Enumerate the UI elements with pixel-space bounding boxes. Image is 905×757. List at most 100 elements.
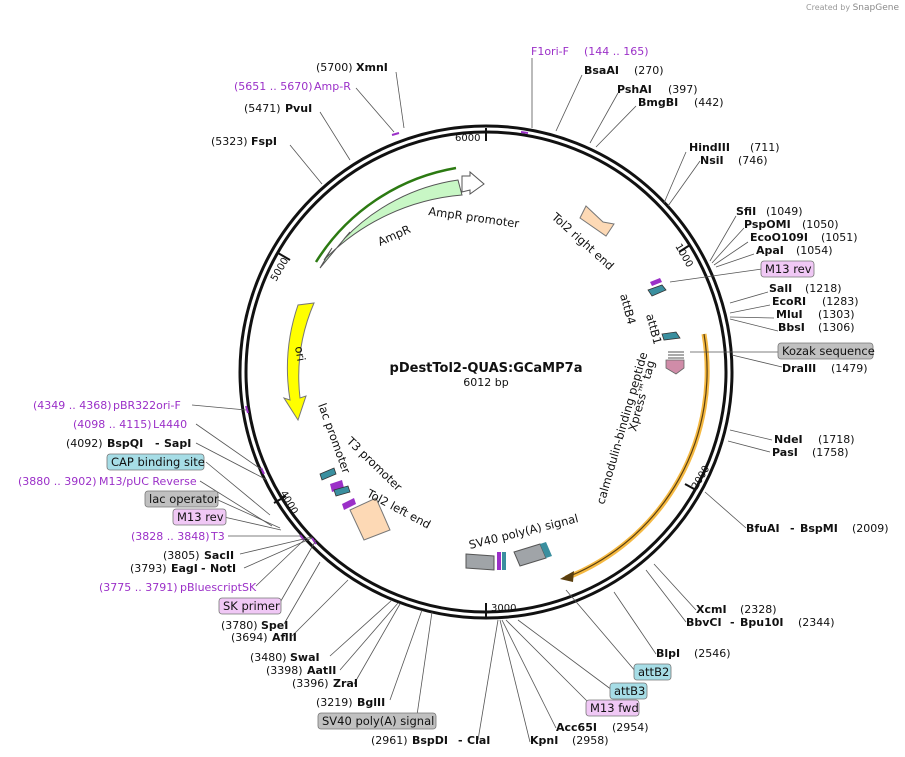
sk-primer-box — [218, 597, 282, 615]
plasmid-name: pDestTol2-QUAS:GCaMP7a — [390, 361, 583, 376]
sv40-block-1 — [465, 553, 495, 571]
site-hindiii-pos: (711) — [750, 141, 780, 154]
site-pspomi: PspOMI — [744, 218, 791, 231]
site-aatii: AatII — [307, 664, 336, 677]
lac-promoter-mark — [319, 467, 337, 481]
snapgene-credit: Created by SnapGene — [806, 3, 899, 13]
site-bbvci-pos: (2344) — [798, 616, 835, 629]
m13fwd-label: M13 fwd — [590, 701, 639, 715]
t3-promoter-label: T3 promoter — [343, 433, 405, 494]
site-zrai-pos: (3396) — [292, 677, 329, 690]
site-kpni-pos: (2958) — [572, 734, 609, 747]
ori-arrow — [282, 302, 315, 422]
xpress-marker — [665, 359, 685, 375]
site-eagi: EagI — [171, 562, 198, 575]
lac-operator-box-label: lac operator — [149, 492, 219, 506]
site-sacii: SacII — [204, 549, 234, 562]
site-pshai-pos: (397) — [668, 83, 698, 96]
primer-ampr-name: Amp-R — [314, 80, 351, 93]
sv40-purple-mark — [497, 552, 501, 570]
site-bbsi: BbsI — [778, 321, 805, 334]
primer-pbluescript-name: pBluescriptSK — [180, 581, 257, 594]
site-pshai: PshAI — [617, 83, 652, 96]
primer-l4440-name: L4440 — [153, 418, 187, 431]
site-xmni: XmnI — [356, 61, 388, 74]
site-sali-pos: (1218) — [805, 282, 842, 295]
m13rev-top-box — [760, 260, 815, 278]
lac-operator-box — [144, 490, 219, 508]
cbp-inner-line — [569, 333, 708, 577]
site-bspdi-pos: (2961) — [371, 734, 408, 747]
site-bspdi: BspDI — [412, 734, 448, 747]
site-pvui-pos: (5471) — [244, 102, 281, 115]
xpress-hatch — [668, 351, 684, 359]
attb1-label: attB1 — [643, 312, 665, 346]
site-zrai: ZraI — [333, 677, 358, 690]
attb3-label: attB3 — [614, 684, 645, 698]
site-eco0109i: EcoO109I — [750, 231, 808, 244]
site-spei: SpeI — [261, 619, 288, 632]
ampr-label: AmpR — [376, 222, 413, 249]
ampr-arrow — [319, 179, 463, 269]
site-ecori: EcoRI — [772, 295, 806, 308]
lac-operator-mark — [333, 485, 351, 497]
primer-f1ori-range: (144 .. 165) — [584, 45, 649, 58]
site-draiii-pos: (1479) — [831, 362, 868, 375]
site-aatii-pos: (3398) — [266, 664, 303, 677]
attb4-marker — [647, 284, 667, 297]
sv40-teal-mark — [502, 552, 506, 570]
attb4-mark-purple — [650, 278, 662, 286]
site-mlui-pos: (1303) — [818, 308, 855, 321]
site-bglii: BglII — [357, 696, 385, 709]
site-pvui: PvuI — [285, 102, 312, 115]
site-bspqi: BspQI — [107, 437, 143, 450]
site-eagi-pos: (3793) — [130, 562, 167, 575]
site-sfii-pos: (1049) — [766, 205, 803, 218]
lac-promoter-label: lac promoter — [315, 401, 353, 475]
site-bfuai-pos: (2009) — [852, 522, 889, 535]
sv40-block-2 — [513, 543, 547, 567]
site-ecori-pos: (1283) — [822, 295, 859, 308]
primer-l4440-range: (4098 .. 4115) — [73, 418, 152, 431]
site-ndei-pos: (1718) — [818, 433, 855, 446]
primer-t3-name: T3 — [210, 530, 225, 543]
m13rev-left-box — [172, 508, 227, 526]
kozak-label: Kozak sequence — [782, 344, 875, 358]
site-eco0109i-pos: (1051) — [821, 231, 858, 244]
site-sacii-pos: (3805) — [163, 549, 200, 562]
site-sali: SalI — [769, 282, 792, 295]
site-fspi-pos: (5323) — [211, 135, 248, 148]
site-kpni: KpnI — [530, 734, 558, 747]
site-bpu10i: Bpu10I — [740, 616, 784, 629]
credit-brand: SnapGene — [852, 3, 899, 13]
cbp-arrowhead — [560, 571, 574, 582]
site-spei-pos: (3780) — [221, 619, 258, 632]
attb1-marker — [661, 331, 681, 341]
attb4-label: attB4 — [617, 292, 639, 326]
plasmid-size: 6012 bp — [463, 376, 508, 389]
site-eagi-sep: - — [201, 562, 206, 575]
site-pspomi-pos: (1050) — [802, 218, 839, 231]
primer-m13puc-name: M13/pUC Reverse — [99, 475, 197, 488]
site-pasi: PasI — [772, 446, 798, 459]
cap-box-label: CAP binding site — [111, 455, 205, 469]
m13rev-left-label: M13 rev — [177, 510, 224, 524]
tick-marks — [273, 128, 697, 617]
kozak-box — [777, 342, 874, 360]
site-bspmi: BspMI — [800, 522, 838, 535]
sk-primer-label: SK primer — [223, 599, 280, 613]
site-clai: ClaI — [467, 734, 490, 747]
tick-3000: 3000 — [491, 603, 516, 614]
site-bsaai: BsaAI — [584, 64, 619, 77]
site-apai-pos: (1054) — [796, 244, 833, 257]
m13rev-top-label: M13 rev — [765, 262, 812, 276]
site-aflii-pos: (3694) — [231, 631, 268, 644]
site-bmgbi-pos: (442) — [694, 96, 724, 109]
site-bspqi-pos: (4092) — [66, 437, 103, 450]
site-pasi-pos: (1758) — [812, 446, 849, 459]
ampr-promoter-arrow — [461, 170, 485, 195]
site-acc65i: Acc65I — [556, 721, 597, 734]
sv40-box-label: SV40 poly(A) signal — [322, 714, 434, 728]
site-hindiii: HindIII — [689, 141, 730, 154]
